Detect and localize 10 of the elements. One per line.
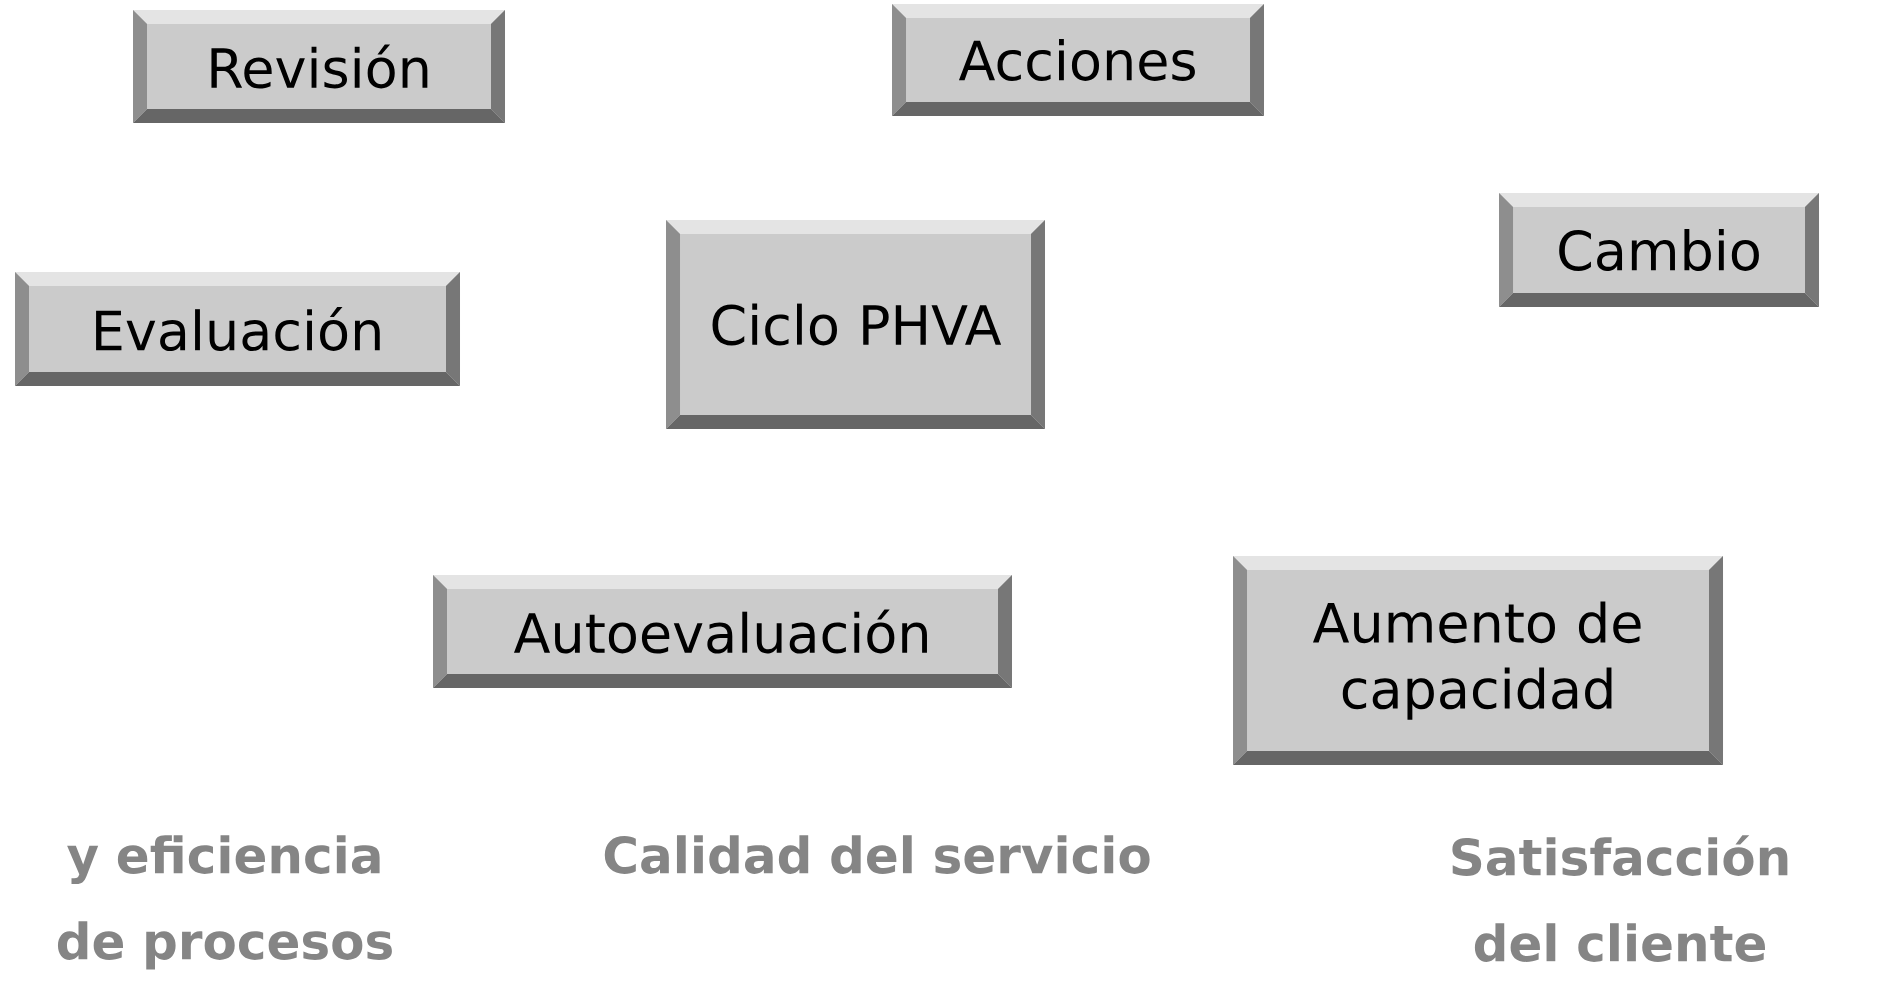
caption-text: Satisfacción del cliente	[1452, 835, 1788, 962]
caption-text: y eficiencia de procesos	[57, 835, 392, 970]
bevel-box: Autoevaluación	[433, 575, 1012, 688]
bevel-box: Acciones	[892, 4, 1264, 116]
bevel-box: Aumento de capacidad	[1233, 556, 1723, 765]
bevel-box: Ciclo PHVA	[666, 220, 1045, 429]
bevel-box: Cambio	[1499, 193, 1819, 307]
bevel-box: Evaluación	[15, 272, 460, 386]
bevel-box: Revisión	[133, 10, 505, 123]
caption-text: Calidad del servicio	[604, 835, 1150, 874]
